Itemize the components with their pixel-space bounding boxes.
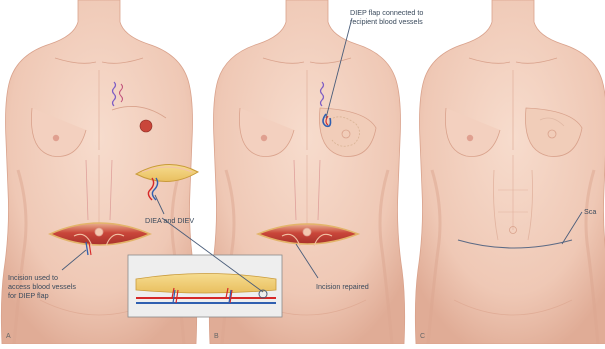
- panel-c: C: [415, 0, 605, 344]
- label-incision-repaired: Incision repaired: [316, 282, 369, 291]
- label-flap-connected-2: recipient blood vessels: [350, 17, 423, 26]
- label-scar: Sca: [584, 207, 596, 216]
- label-incision-access-2: access blood vessels: [8, 282, 76, 291]
- label-diea-diev: DIEA and DIEV: [145, 216, 194, 225]
- label-incision-access-3: for DIEP flap: [8, 291, 49, 300]
- label-incision-access-1: Incision used to: [8, 273, 58, 282]
- panel-letter-b: B: [214, 333, 219, 340]
- panel-letter-c: C: [420, 333, 425, 340]
- inset-fat-layer: [136, 274, 276, 294]
- panel-letter-a: A: [6, 333, 11, 340]
- label-flap-connected-1: DIEP flap connected to: [350, 8, 423, 17]
- mastectomy-site: [140, 120, 152, 132]
- vessel-inset: [128, 255, 282, 317]
